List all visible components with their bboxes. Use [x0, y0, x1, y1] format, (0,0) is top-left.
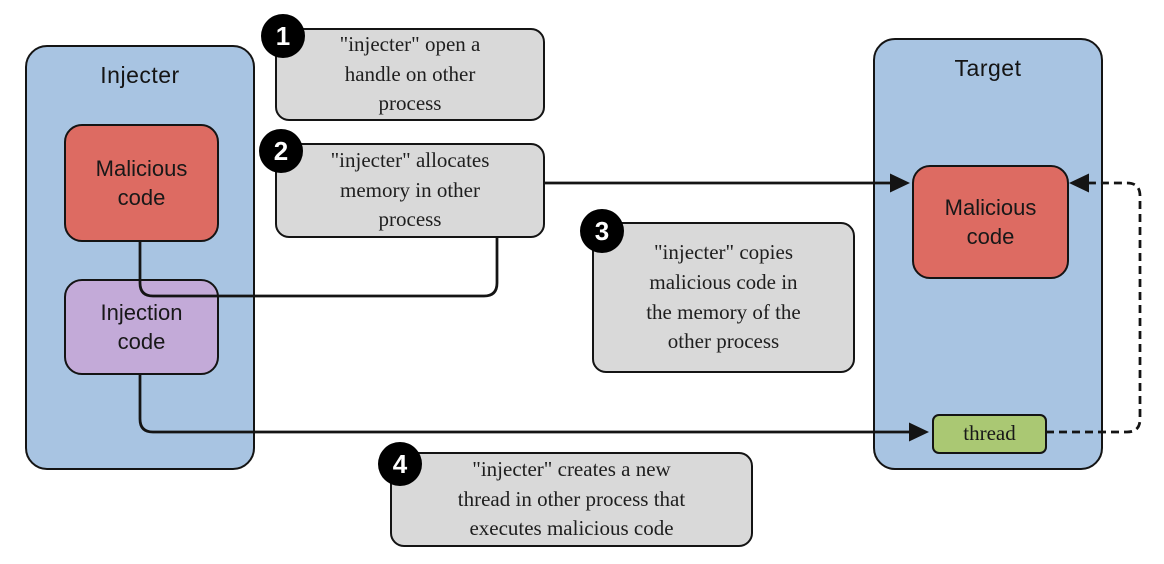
step-1-text: "injecter" open a handle on other proces… [339, 31, 481, 116]
step-4-badge: 4 [378, 442, 422, 486]
thread-label: thread [963, 421, 1016, 446]
step-2-callout: "injecter" allocates memory in other pro… [275, 143, 545, 238]
step-1-callout: "injecter" open a handle on other proces… [275, 28, 545, 121]
connector-create-thread [138, 373, 910, 434]
target-malicious-code-label: Malicious code [944, 194, 1037, 249]
injection-code-box: Injection code [64, 279, 219, 375]
injecter-title: Injecter [100, 62, 180, 88]
step-2-text: "injecter" allocates memory in other pro… [330, 147, 490, 232]
step-4-callout: "injecter" creates a new thread in other… [390, 452, 753, 547]
step-2-badge: 2 [259, 129, 303, 173]
step-1-badge: 1 [261, 14, 305, 58]
step-3-number: 3 [594, 215, 610, 246]
injection-code-label: Injection code [100, 299, 183, 354]
step-3-text: "injecter" copies malicious code in the … [646, 239, 801, 354]
target-title: Target [954, 55, 1022, 81]
target-malicious-code-box: Malicious code [912, 165, 1069, 279]
step-4-number: 4 [392, 448, 408, 479]
injecter-malicious-code-label: Malicious code [95, 155, 188, 210]
injecter-process-box: Injecter Malicious code Injection code [25, 45, 255, 470]
step-4-text: "injecter" creates a new thread in other… [457, 456, 686, 541]
thread-box: thread [932, 414, 1047, 454]
step-3-badge: 3 [580, 209, 624, 253]
step-1-number: 1 [275, 20, 291, 51]
step-3-callout: "injecter" copies malicious code in the … [592, 222, 855, 373]
target-process-box: Target Malicious code thread [873, 38, 1103, 470]
step-2-number: 2 [273, 135, 289, 166]
injecter-malicious-code-box: Malicious code [64, 124, 219, 242]
